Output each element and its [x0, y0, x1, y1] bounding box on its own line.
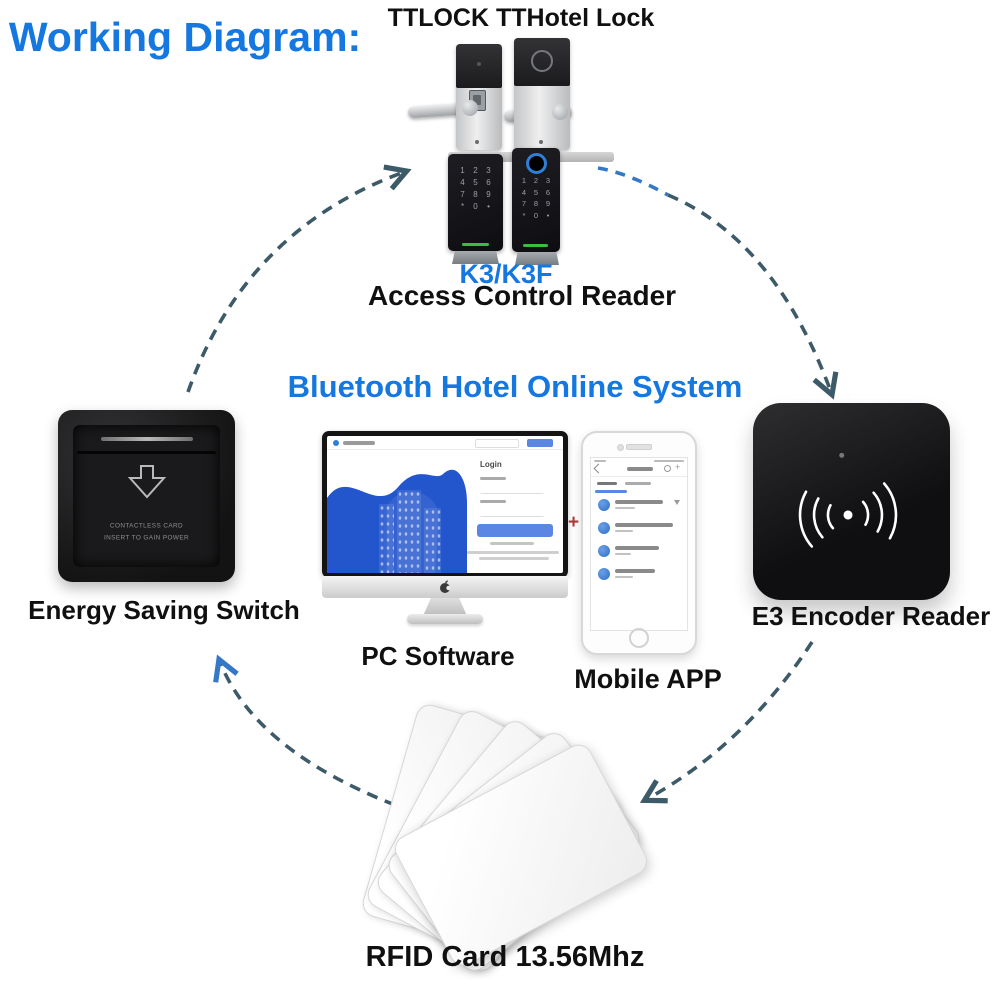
arrow-reader-to-encoder-blue-lead	[597, 166, 669, 197]
home-button	[629, 628, 649, 648]
lock-list-item	[596, 543, 682, 560]
lock-item-icon	[598, 545, 610, 557]
energy-switch-label: Energy Saving Switch	[28, 595, 300, 625]
rfid-label: RFID Card 13.56Mhz	[365, 941, 645, 973]
lock-handle-pivot-front	[462, 100, 478, 116]
tab-2	[625, 482, 651, 485]
arrow-reader-to-encoder	[667, 193, 839, 400]
lock-list-item	[596, 566, 682, 583]
insert-down-arrow-icon	[127, 465, 166, 499]
mobile-phone-image: +	[581, 431, 697, 655]
fingerprint-icon	[526, 153, 547, 174]
login-button	[477, 524, 553, 537]
rfid-reader-ring-icon	[531, 50, 553, 72]
download-icon	[674, 500, 680, 505]
energy-saving-switch-image: CONTACTLESS CARD INSERT TO GAIN POWER	[58, 410, 235, 582]
system-title: Bluetooth Hotel Online System	[287, 369, 743, 404]
status-led-bar	[523, 244, 548, 247]
status-led-bar	[462, 243, 489, 246]
navbar-button	[527, 439, 553, 447]
page-title: Working Diagram:	[8, 14, 362, 60]
mobile-label: Mobile APP	[574, 664, 722, 694]
password-input	[480, 509, 544, 517]
lock-list-item	[596, 520, 682, 537]
e3-encoder-image	[753, 403, 950, 600]
lock-item-icon	[598, 568, 610, 580]
phone-speaker	[626, 444, 652, 450]
search-box	[475, 439, 519, 448]
lock-item-icon	[598, 499, 610, 511]
login-heading: Login	[480, 460, 502, 469]
lock-sensor-dot	[477, 62, 481, 66]
lock-handle-pivot-back	[552, 104, 568, 120]
app-logo-icon	[333, 440, 339, 446]
pc-screen: Login	[327, 436, 563, 573]
phone-camera	[617, 444, 624, 451]
account-input	[480, 486, 544, 494]
apple-logo-icon	[440, 580, 451, 593]
lock-plate-front	[456, 44, 502, 150]
lock-label: TTLOCK TTHotel Lock	[387, 4, 655, 32]
reader-label: Access Control Reader	[367, 280, 677, 311]
pc-label: PC Software	[361, 641, 515, 671]
encoder-label: E3 Encoder Reader	[751, 601, 991, 631]
reader-model-label: K3/K3F	[459, 259, 553, 289]
phone-screen: +	[590, 457, 688, 631]
tab-1	[597, 482, 617, 485]
lock-plate-back	[514, 38, 570, 150]
search-icon	[664, 465, 671, 472]
lock-item-icon	[598, 522, 610, 534]
plus-icon: +	[675, 462, 681, 472]
back-icon	[593, 463, 604, 474]
rfid-wave-icon	[798, 452, 898, 548]
plus-connector: +	[568, 512, 580, 533]
lock-list-item	[596, 497, 682, 514]
card-slot	[100, 437, 193, 441]
arrow-cards-to-switch	[213, 654, 396, 807]
